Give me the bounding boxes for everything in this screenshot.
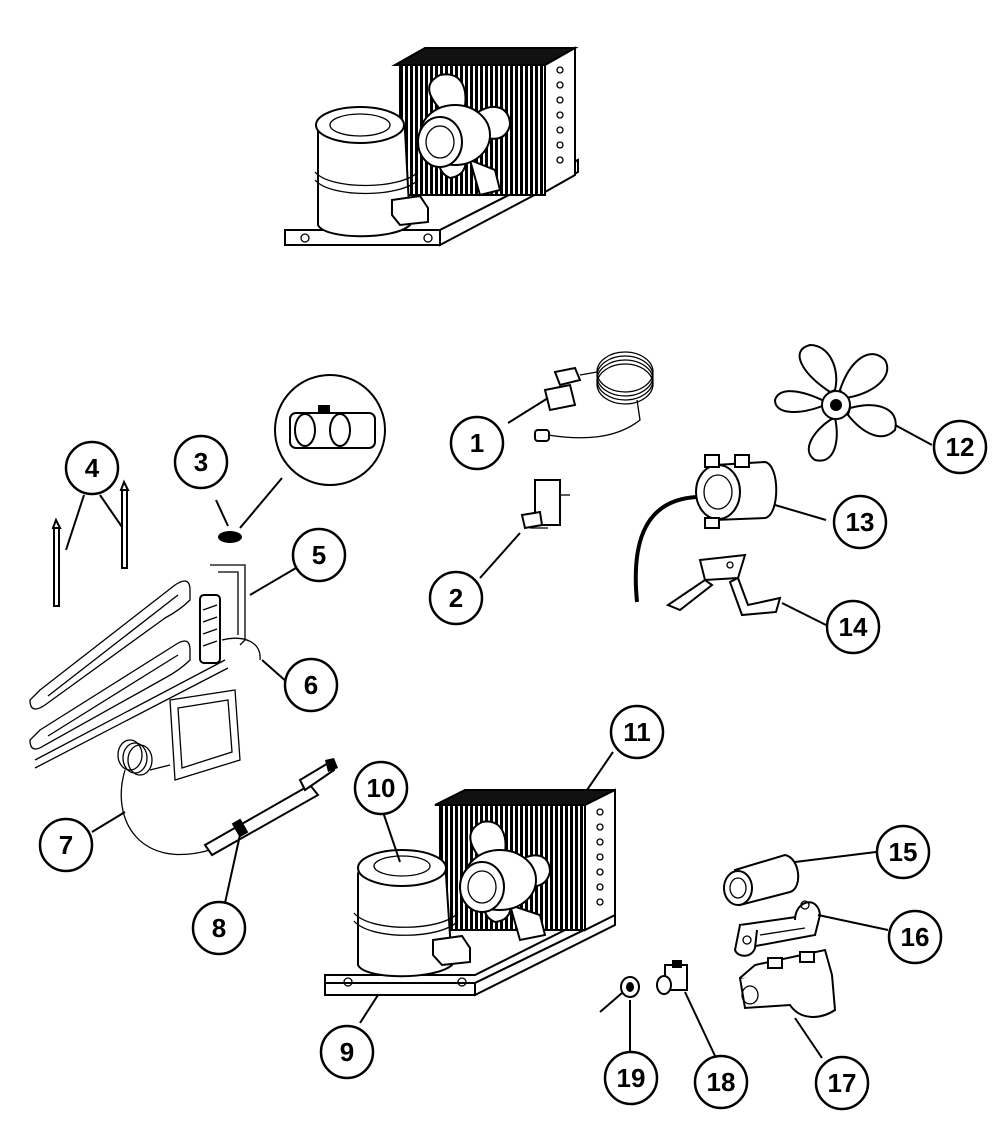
callout-number: 8 bbox=[212, 913, 226, 943]
callout-4: 4 bbox=[64, 440, 120, 496]
callout-7: 7 bbox=[38, 817, 94, 873]
callout-14: 14 bbox=[825, 599, 881, 655]
part-13-fan-motor-illustration bbox=[633, 454, 778, 603]
callout-number: 13 bbox=[846, 507, 875, 537]
callout-number: 5 bbox=[312, 540, 326, 570]
part-3-seal-illustration bbox=[218, 531, 242, 543]
part-16-capacitor-clamp-illustration bbox=[733, 900, 822, 957]
callout-8: 8 bbox=[191, 900, 247, 956]
callout-circle bbox=[173, 434, 229, 490]
callout-circle bbox=[887, 909, 943, 965]
callout-5: 5 bbox=[291, 527, 347, 583]
callout-number: 6 bbox=[304, 670, 318, 700]
callout-circle bbox=[603, 1050, 659, 1106]
callout-10: 10 bbox=[353, 760, 409, 816]
callout-number: 1 bbox=[470, 428, 484, 458]
callout-number: 14 bbox=[839, 612, 868, 642]
callout-16: 16 bbox=[887, 909, 943, 965]
part-5-evaporator-illustration bbox=[29, 564, 261, 781]
callout-number: 2 bbox=[449, 583, 463, 613]
part-10-compressor-illustration bbox=[353, 849, 471, 978]
callout-circle bbox=[38, 817, 94, 873]
callout-2: 2 bbox=[428, 570, 484, 626]
callout-6: 6 bbox=[283, 657, 339, 713]
callout-circle bbox=[428, 570, 484, 626]
part-7-capillary-illustration bbox=[117, 739, 211, 856]
callout-number: 3 bbox=[194, 447, 208, 477]
callout-circle bbox=[191, 900, 247, 956]
callout-number: 15 bbox=[889, 837, 918, 867]
callout-circle bbox=[875, 824, 931, 880]
callout-circle bbox=[283, 657, 339, 713]
callout-number: 19 bbox=[617, 1063, 646, 1093]
callout-11: 11 bbox=[609, 704, 665, 760]
callout-number: 16 bbox=[901, 922, 930, 952]
callout-12: 12 bbox=[932, 419, 988, 475]
part-8-filter-drier-illustration bbox=[203, 758, 338, 857]
callout-circle bbox=[814, 1055, 870, 1111]
part-2-relay-illustration bbox=[520, 479, 570, 530]
callout-17: 17 bbox=[814, 1055, 870, 1111]
callout-circle bbox=[353, 760, 409, 816]
callout-circle bbox=[609, 704, 665, 760]
callout-circle bbox=[449, 415, 505, 471]
callout-18: 18 bbox=[693, 1054, 749, 1110]
callout-1: 1 bbox=[449, 415, 505, 471]
callout-circle bbox=[825, 599, 881, 655]
callout-circle bbox=[291, 527, 347, 583]
callout-19: 19 bbox=[603, 1050, 659, 1106]
part-15-capacitor-illustration bbox=[723, 853, 800, 907]
assembled-condensing-unit-illustration bbox=[284, 46, 579, 247]
callout-number: 18 bbox=[707, 1067, 736, 1097]
callout-number: 7 bbox=[59, 830, 73, 860]
callout-9: 9 bbox=[319, 1024, 375, 1080]
part-19-fitting-illustration bbox=[599, 976, 640, 1013]
part-17-relay-housing-illustration bbox=[738, 948, 837, 1018]
callout-number: 4 bbox=[85, 453, 100, 483]
callout-number: 17 bbox=[828, 1068, 857, 1098]
callout-number: 10 bbox=[367, 773, 396, 803]
leader-lines bbox=[65, 397, 933, 1059]
callout-number: 11 bbox=[623, 717, 651, 747]
part-14-motor-bracket-illustration bbox=[665, 553, 782, 617]
part-12-fan-blade-illustration bbox=[773, 343, 897, 462]
part-1-thermostat-illustration bbox=[534, 351, 654, 442]
callout-13: 13 bbox=[832, 494, 888, 550]
callout-number: 9 bbox=[340, 1037, 354, 1067]
callout-3: 3 bbox=[173, 434, 229, 490]
part-3-detail-inset bbox=[274, 374, 386, 486]
callout-circle bbox=[832, 494, 888, 550]
part-4-pins-illustration bbox=[51, 479, 130, 607]
callout-number: 12 bbox=[946, 432, 975, 462]
callout-circle bbox=[932, 419, 988, 475]
part-11-condenser-illustration bbox=[434, 788, 616, 942]
callout-15: 15 bbox=[875, 824, 931, 880]
callout-circle bbox=[64, 440, 120, 496]
part-18-terminal-illustration bbox=[656, 960, 688, 995]
callout-circle bbox=[319, 1024, 375, 1080]
callout-circle bbox=[693, 1054, 749, 1110]
